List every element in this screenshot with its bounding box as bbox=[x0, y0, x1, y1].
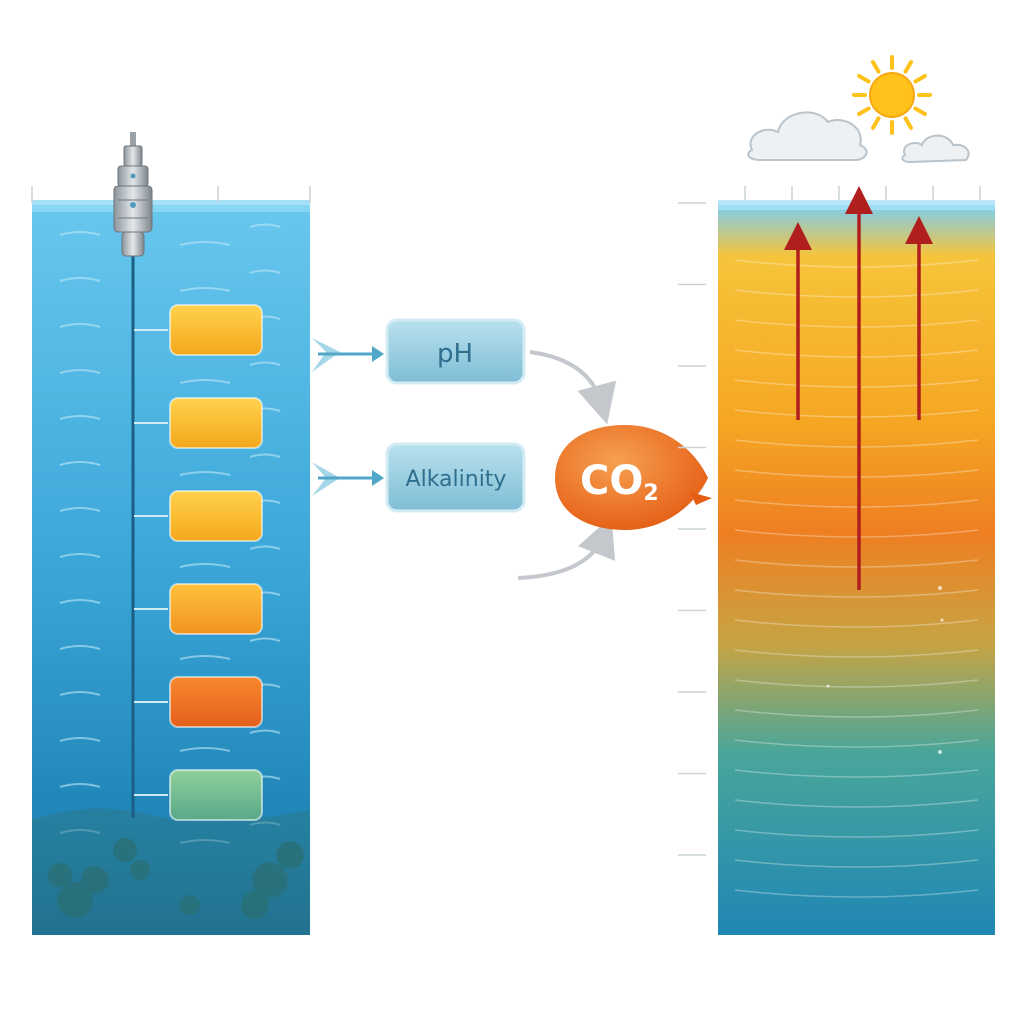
ph-label: pH bbox=[437, 339, 473, 369]
wave-line bbox=[734, 259, 979, 268]
left-water-surface bbox=[32, 200, 310, 212]
wave-line bbox=[59, 223, 281, 246]
sample-level-box bbox=[169, 490, 263, 542]
right-wave-lines bbox=[734, 259, 979, 898]
alkalinity-label: Alkalinity bbox=[406, 467, 507, 492]
upward-co2-arrows bbox=[784, 186, 933, 590]
wave-line bbox=[59, 269, 281, 292]
cloud-icon bbox=[747, 111, 868, 161]
sun-ray bbox=[871, 116, 881, 130]
wave-line bbox=[734, 859, 979, 868]
sun-ray bbox=[871, 60, 881, 74]
sun-ray bbox=[857, 74, 871, 84]
wave-line bbox=[734, 379, 979, 388]
wave-line bbox=[59, 637, 281, 660]
wave-line bbox=[59, 545, 281, 568]
wave-line bbox=[734, 409, 979, 418]
wave-line bbox=[734, 829, 979, 838]
sun-ray bbox=[913, 106, 927, 116]
right-water-column bbox=[678, 186, 995, 935]
co2-label: CO2 bbox=[580, 458, 659, 506]
left-to-labels-arrows bbox=[312, 338, 384, 496]
wave-line bbox=[59, 453, 281, 476]
sample-level-box bbox=[169, 304, 263, 356]
wave-line bbox=[734, 529, 979, 538]
wave-line bbox=[734, 739, 979, 748]
right-scale-ticks bbox=[678, 186, 981, 856]
wave-line bbox=[734, 589, 979, 598]
ph-box: pH bbox=[385, 318, 526, 385]
curved-arrows-to-co2 bbox=[517, 350, 617, 580]
right-water-body bbox=[718, 205, 995, 935]
sensor-probe-icon bbox=[113, 132, 153, 257]
sun-ray bbox=[903, 116, 913, 130]
right-bubbles bbox=[826, 586, 944, 754]
sun-ray bbox=[913, 74, 927, 84]
alkalinity-box: Alkalinity bbox=[385, 442, 526, 513]
sample-levels bbox=[134, 304, 263, 821]
wave-line bbox=[734, 559, 979, 568]
sample-level-box bbox=[169, 769, 263, 821]
wave-line bbox=[734, 289, 979, 298]
sun-icon bbox=[852, 55, 932, 135]
wave-line bbox=[734, 889, 979, 898]
wave-line bbox=[734, 709, 979, 718]
wave-line bbox=[734, 439, 979, 448]
curve-from-alkalinity bbox=[517, 516, 616, 580]
right-water-surface bbox=[718, 200, 995, 210]
wave-line bbox=[59, 729, 281, 752]
wave-line bbox=[734, 619, 979, 628]
wave-line bbox=[734, 469, 979, 478]
wave-line bbox=[734, 499, 979, 508]
wave-line bbox=[59, 361, 281, 384]
sample-level-box bbox=[169, 676, 263, 728]
wave-line bbox=[734, 769, 979, 778]
sun-ray bbox=[857, 106, 871, 116]
sample-level-box bbox=[169, 397, 263, 449]
left-water-column bbox=[31, 186, 311, 935]
wave-line bbox=[734, 319, 979, 328]
wave-line bbox=[734, 799, 979, 808]
sun-ray bbox=[903, 60, 913, 74]
wave-line bbox=[734, 649, 979, 658]
sample-level-box bbox=[169, 583, 263, 635]
left-seabed bbox=[32, 808, 310, 935]
seaweed-clusters bbox=[48, 838, 304, 919]
wave-line bbox=[734, 349, 979, 358]
wave-line bbox=[734, 679, 979, 688]
curve-from-ph bbox=[529, 350, 617, 425]
cloud-small-icon bbox=[901, 134, 970, 164]
co2-drop: CO2 bbox=[555, 425, 712, 530]
